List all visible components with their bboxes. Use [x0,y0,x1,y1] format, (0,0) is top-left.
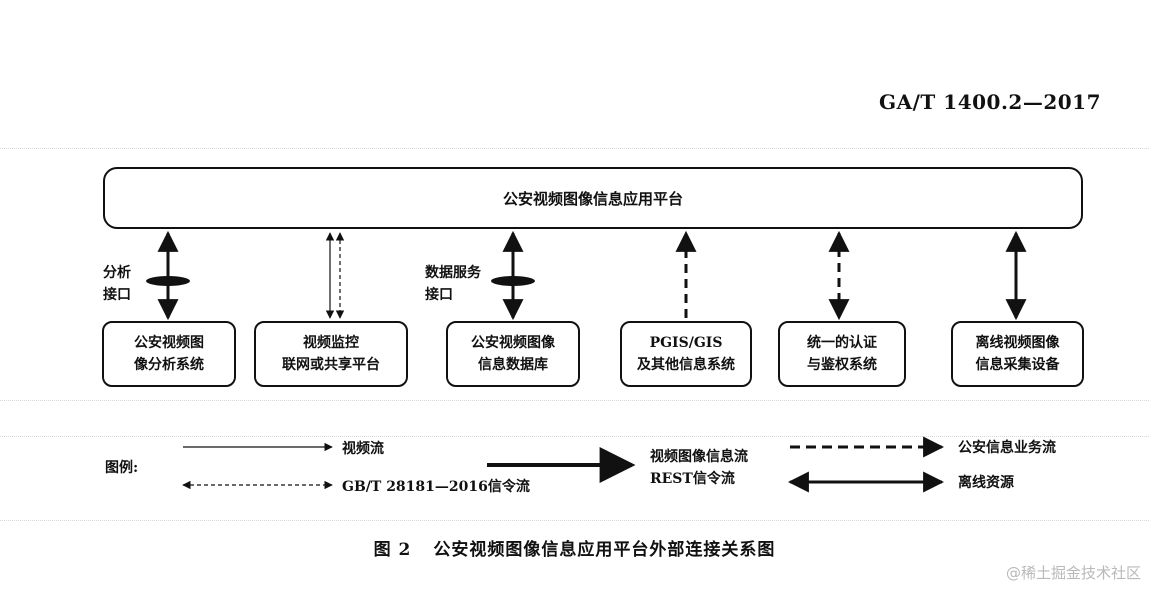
divider [0,400,1149,401]
system-box-auth: 统一的认证与鉴权系统 [778,321,906,387]
figure-caption: 图 2 公安视频图像信息应用平台外部连接关系图 [0,535,1149,560]
system-box-image-database: 公安视频图像信息数据库 [446,321,580,387]
divider [0,520,1149,521]
legend-label-rest-signaling: REST信令流 [650,471,735,487]
interface-symbol-data-service [491,276,535,286]
legend-label-gb-signaling: GB/T 28181—2016信令流 [342,479,530,495]
platform-box: 公安视频图像信息应用平台 [103,167,1083,229]
system-box-monitoring-platform: 视频监控联网或共享平台 [254,321,408,387]
system-box-offline-device: 离线视频图像信息采集设备 [951,321,1084,387]
watermark: @稀土掘金技术社区 [1005,564,1141,582]
divider [0,148,1149,149]
legend-label-business-stream: 公安信息业务流 [958,440,1056,456]
legend-label-info-stream: 视频图像信息流 [650,449,748,465]
figure-title: 公安视频图像信息应用平台外部连接关系图 [433,540,776,560]
divider [0,436,1149,437]
platform-label: 公安视频图像信息应用平台 [502,189,683,208]
legend-label-offline-resource: 离线资源 [958,475,1014,491]
interface-symbol-analysis [146,276,190,286]
interface-label-analysis: 分析 接口 [103,265,131,303]
legend-label-video-stream: 视频流 [342,441,384,457]
interface-label-data-service: 数据服务 接口 [425,265,481,303]
standard-code: GA/T 1400.2—2017 [879,90,1101,114]
system-box-video-analysis: 公安视频图像分析系统 [102,321,236,387]
legend-title: 图例: [105,460,139,476]
figure-number: 图 2 [373,540,412,560]
